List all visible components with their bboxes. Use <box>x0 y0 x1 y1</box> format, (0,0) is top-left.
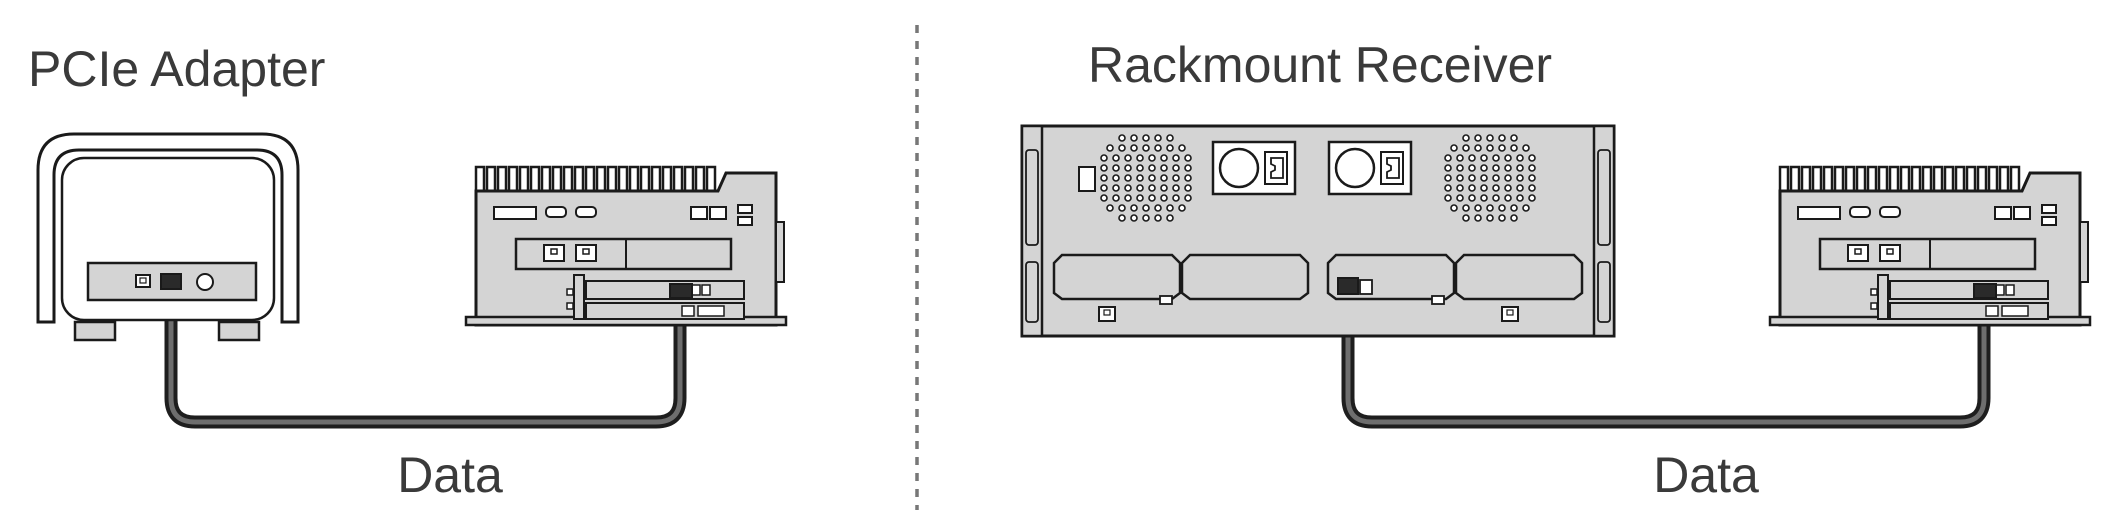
right-panel-caption: Data <box>1653 447 1759 503</box>
left-host-computer <box>464 165 788 327</box>
psu-right <box>1327 140 1413 196</box>
slot-4 <box>1454 253 1584 301</box>
left-host-port <box>669 283 693 299</box>
slot-2 <box>1180 253 1310 301</box>
right-data-cable <box>1341 285 1991 429</box>
right-panel: Rackmount Receiver <box>1020 37 2092 503</box>
rackmount-receiver <box>1020 124 1616 338</box>
pcie-adapter-enclosure <box>36 132 300 342</box>
psu-left <box>1211 140 1297 196</box>
slot-1 <box>1052 253 1182 301</box>
right-panel-title: Rackmount Receiver <box>1088 37 1552 93</box>
receiver-port <box>1337 277 1359 295</box>
right-host-computer <box>1768 165 2092 327</box>
right-host-port <box>1973 283 1997 299</box>
left-panel: PCIe Adapter Data <box>28 41 788 503</box>
left-data-cable <box>164 285 687 429</box>
left-panel-caption: Data <box>397 447 503 503</box>
left-panel-title: PCIe Adapter <box>28 41 325 97</box>
